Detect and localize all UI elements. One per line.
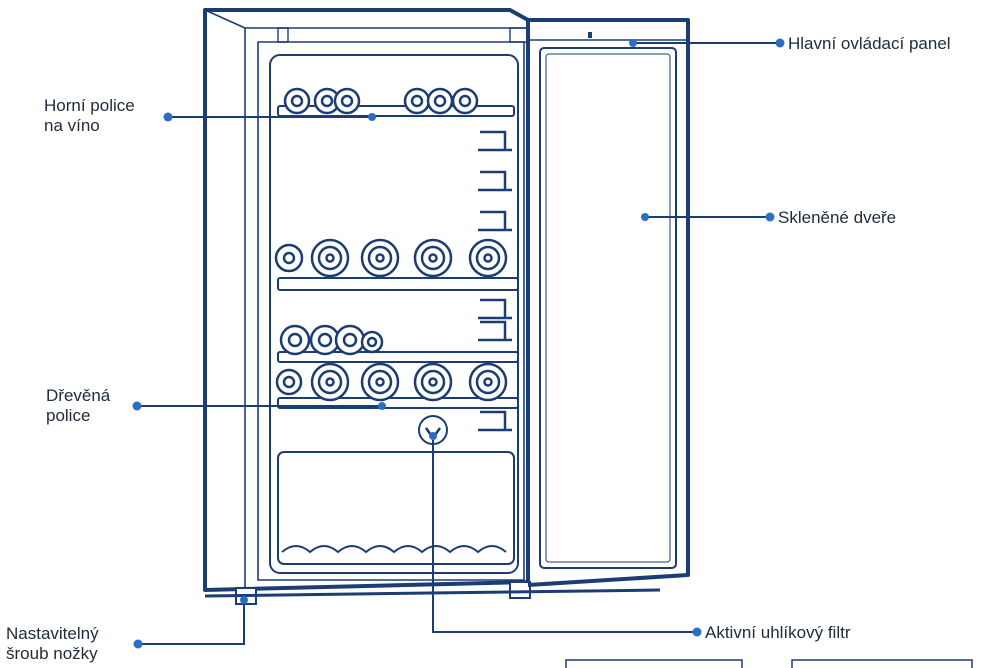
bottom-drawer	[277, 451, 515, 565]
label-control-panel-text: Hlavní ovládací panel	[788, 34, 951, 53]
cabinet-left-side	[204, 9, 246, 590]
foot-right	[509, 581, 531, 599]
shelf-rails	[478, 130, 512, 432]
cabinet-inner-frame	[257, 41, 525, 581]
label-glass-door-text: Skleněné dveře	[778, 208, 897, 227]
label-foot-screw-line2: šroub nožky	[6, 644, 98, 663]
control-panel-button	[588, 32, 592, 38]
cabinet-body	[203, 8, 530, 592]
label-wooden-shelf-line1: Dřevěná	[46, 386, 111, 405]
cabinet-interior	[269, 54, 519, 574]
label-carbon-filter: Aktivní uhlíkový filtr	[705, 623, 851, 643]
label-carbon-filter-text: Aktivní uhlíkový filtr	[705, 623, 851, 642]
door-glass-inner	[545, 53, 671, 563]
door-hinge-top	[509, 27, 529, 43]
glass-door	[527, 18, 690, 587]
door-outline	[527, 18, 690, 587]
rail-4	[478, 298, 512, 320]
cropped-boxes	[565, 659, 973, 668]
label-glass-door: Skleněné dveře	[778, 208, 896, 228]
label-top-shelf-line2: na víno	[44, 116, 100, 135]
leader-lines	[137, 42, 780, 645]
door-glass-pane	[539, 47, 677, 569]
rail-3	[478, 210, 512, 232]
rail-5	[478, 320, 512, 342]
bottles-wooden-shelf	[275, 362, 508, 402]
label-control-panel: Hlavní ovládací panel	[788, 34, 951, 54]
top-hinge-block	[277, 27, 289, 43]
rail-1	[478, 130, 512, 152]
label-wooden-shelf: Dřevěná police	[46, 386, 110, 426]
bottles-middle-shelf	[274, 238, 508, 278]
leader-dots	[132, 38, 785, 649]
label-top-shelf: Horní police na víno	[44, 96, 135, 136]
rail-6	[478, 410, 512, 432]
leader-carbon-filter	[432, 440, 697, 633]
bottles-third-shelf	[279, 324, 384, 356]
bottles-top-shelf	[283, 87, 479, 115]
label-top-shelf-line1: Horní police	[44, 96, 135, 115]
shelf-top	[277, 105, 515, 117]
label-foot-screw: Nastavitelný šroub nožky	[6, 624, 99, 664]
cabinet-outline	[203, 8, 530, 592]
label-wooden-shelf-line2: police	[46, 406, 91, 425]
shelf-middle	[277, 277, 519, 291]
label-foot-screw-line1: Nastavitelný	[6, 624, 99, 643]
leader-foot-screw	[138, 598, 245, 645]
shelf-third	[277, 351, 519, 363]
rail-2	[478, 170, 512, 192]
